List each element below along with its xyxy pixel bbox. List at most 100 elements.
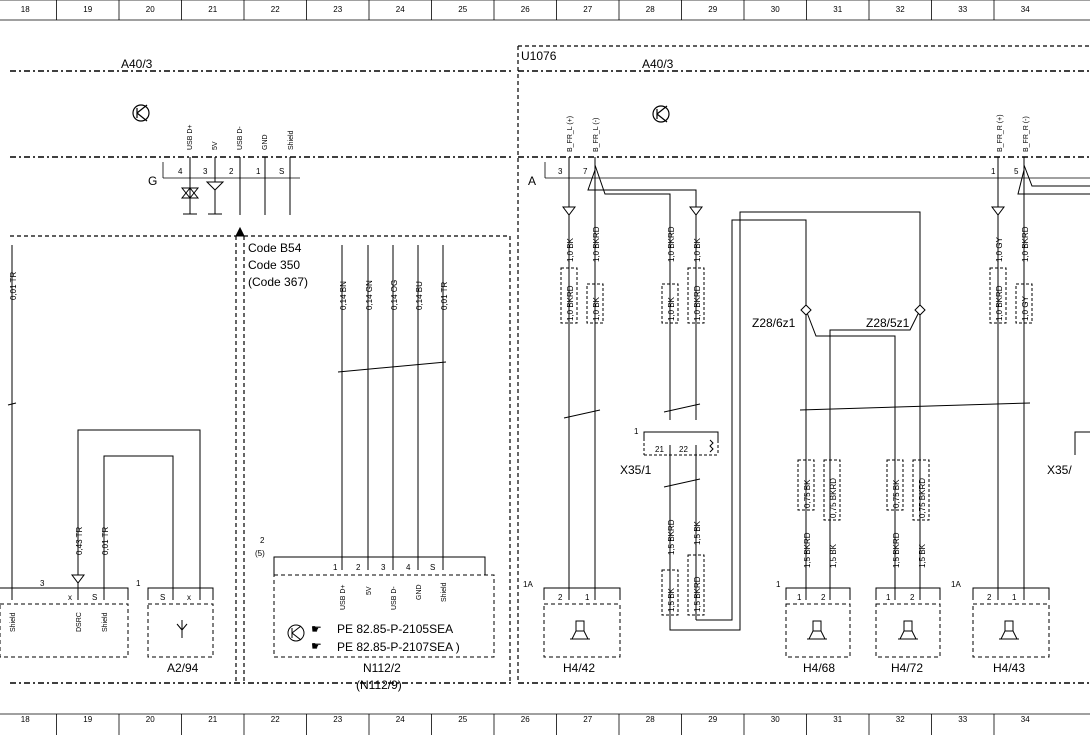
n112-pin-2: 2 5V: [356, 563, 373, 595]
connector-a: A: [528, 174, 536, 188]
connector-x35-cut[interactable]: X35/: [1047, 463, 1072, 477]
antenna-icon: [176, 620, 188, 638]
svg-text:GND: GND: [416, 584, 423, 600]
svg-text:Shield: Shield: [441, 582, 448, 602]
wire-b1: 1,0 BKRD: [566, 285, 575, 321]
svg-text:1: 1: [1012, 593, 1017, 602]
svg-text:2: 2: [356, 563, 361, 572]
reference-link-2[interactable]: PE 82.85-P-2107SEA ): [337, 640, 460, 654]
pin-a-3: 3: [558, 167, 563, 176]
svg-text:1: 1: [776, 580, 781, 589]
pin-a-5: 5: [1014, 167, 1019, 176]
a2-connector-num: 1: [136, 579, 141, 588]
ruler-column-label: 31: [833, 5, 842, 14]
ruler-column-label: 34: [1021, 715, 1030, 724]
svg-text:2: 2: [821, 593, 826, 602]
ruler-column-label: 25: [458, 715, 467, 724]
wire-w3: 1,0 BKRD: [667, 226, 676, 262]
n112-connector-alt: (5): [255, 549, 265, 558]
svg-text:H4/43: H4/43: [993, 661, 1025, 675]
svg-text:USB D+: USB D+: [340, 585, 347, 610]
svg-text:2: 2: [987, 593, 992, 602]
pin-g-s: S Shield: [279, 130, 295, 176]
connector-g: G: [148, 174, 157, 188]
usb-wires: [337, 245, 447, 570]
wire-f4: 1,5 BK: [918, 543, 927, 568]
pin-g-1: 1 GND: [256, 134, 269, 176]
ruler-column-label: 18: [21, 715, 30, 724]
svg-text:Shield: Shield: [288, 130, 295, 150]
wire-usb-og: 0,14 OG: [390, 280, 399, 310]
svg-text:1: 1: [333, 563, 338, 572]
left-pin-shield-b: Shield: [10, 612, 17, 632]
svg-text:1: 1: [886, 593, 891, 602]
wire-f2: 1,5 BK: [829, 543, 838, 568]
svg-text:4: 4: [178, 167, 183, 176]
left-pin-shield-a: Shield: [102, 612, 109, 632]
wire-usb-tr: 0,01 TR: [440, 281, 449, 310]
ruler-column-label: 27: [583, 5, 592, 14]
svg-text:4: 4: [406, 563, 411, 572]
ground-symbol-left: [132, 104, 150, 122]
ruler-column-label: 20: [146, 715, 155, 724]
svg-text:3: 3: [203, 167, 208, 176]
svg-text:H4/72: H4/72: [891, 661, 923, 675]
speaker-icon: [898, 620, 918, 640]
ruler-column-label: 29: [708, 5, 717, 14]
wire-e2: 0,75 BKRD: [829, 478, 838, 518]
ruler-column-label: 26: [521, 5, 530, 14]
ruler-column-label: 30: [771, 715, 780, 724]
n112-pin-s: S Shield: [430, 563, 448, 602]
svg-text:H4/42: H4/42: [563, 661, 595, 675]
svg-text:5V: 5V: [212, 141, 219, 150]
ruler-column-label: 28: [646, 5, 655, 14]
ruler-column-label: 21: [208, 715, 217, 724]
pin-a-3-label: B_FR_L (+): [567, 116, 574, 152]
speaker-h4-72: 1 2 H4/72: [875, 587, 941, 675]
wire-w1: 1,0 BK: [566, 237, 575, 262]
svg-text:1: 1: [256, 167, 261, 176]
a2-pin-s: S: [160, 593, 165, 602]
n112-connector-num: 2: [260, 536, 265, 545]
svg-text:S: S: [279, 167, 284, 176]
pin-g-4: 4 USB D+: [178, 125, 194, 176]
wire-c1: 1,5 BKRD: [667, 519, 676, 555]
ruler-column-label: 30: [771, 5, 780, 14]
ruler-column-label: 23: [333, 5, 342, 14]
sleeves: [560, 267, 1033, 616]
splice-z28-5z1[interactable]: Z28/5z1: [866, 316, 910, 330]
left-wire-tr-001: 0,01 TR: [101, 526, 110, 555]
ruler-column-label: 24: [396, 5, 405, 14]
connector-a-line: [544, 162, 1090, 179]
speaker-icon: [807, 620, 827, 640]
module-a40-right: A40/3: [642, 57, 674, 71]
wire-usb-bn: 0,14 BN: [339, 281, 348, 310]
ground-symbol-right: [652, 105, 670, 123]
wire-c2: 1,5 BK: [693, 520, 702, 545]
code-367: (Code 367): [248, 275, 308, 289]
wire-b5: 1,0 BKRD: [995, 285, 1004, 321]
ruler-column-label: 21: [208, 5, 217, 14]
svg-text:2: 2: [910, 593, 915, 602]
wire-f1: 1,5 BKRD: [803, 532, 812, 568]
wire-e3: 0,75 BK: [892, 479, 901, 508]
ruler-column-label: 28: [646, 715, 655, 724]
svg-text:USB D-: USB D-: [237, 126, 244, 150]
ruler-column-label: 19: [83, 715, 92, 724]
svg-text:1A: 1A: [951, 580, 961, 589]
reference-link-1[interactable]: PE 82.85-P-2105SEA: [337, 622, 453, 636]
left-connector-box: [0, 603, 129, 658]
splice-z28-6z1[interactable]: Z28/6z1: [752, 316, 796, 330]
x35-pin-21: 21: [655, 445, 664, 454]
a2-pin-x: x: [187, 593, 191, 602]
ruler-column-label: 25: [458, 5, 467, 14]
svg-text:5V: 5V: [366, 586, 373, 595]
x35-pin-22: 22: [679, 445, 688, 454]
wire-usb-gn: 0,14 GN: [365, 280, 374, 310]
module-a2-94: A2/94: [167, 661, 199, 675]
module-u1076: U1076: [521, 49, 557, 63]
svg-text:USB D+: USB D+: [187, 125, 194, 150]
g-pin-wires: [180, 157, 291, 237]
ruler-column-label: 33: [958, 5, 967, 14]
connector-x35-1[interactable]: X35/1: [620, 463, 652, 477]
